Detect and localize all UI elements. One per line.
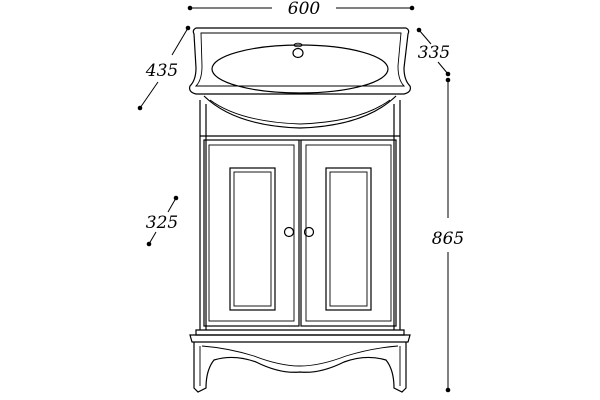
basin	[189, 27, 411, 129]
cabinet	[189, 100, 411, 343]
width-dimension: 600	[187, 0, 415, 19]
depth-top-label: 435	[145, 61, 178, 81]
depth-side-dimension: 335	[416, 27, 451, 77]
right-door-knob	[303, 226, 315, 238]
depth-cabinet-label: 325	[146, 213, 178, 233]
left-door-knob	[283, 226, 295, 238]
height-dimension: 865	[432, 77, 464, 393]
depth-cabinet-dimension: 325	[146, 195, 179, 247]
left-door	[203, 139, 300, 327]
right-door	[300, 139, 397, 327]
height-label: 865	[432, 229, 464, 249]
cabinet-base	[193, 342, 407, 393]
depth-top-dimension: 435	[137, 25, 191, 111]
depth-side-label: 335	[418, 43, 450, 63]
width-label: 600	[288, 0, 321, 19]
